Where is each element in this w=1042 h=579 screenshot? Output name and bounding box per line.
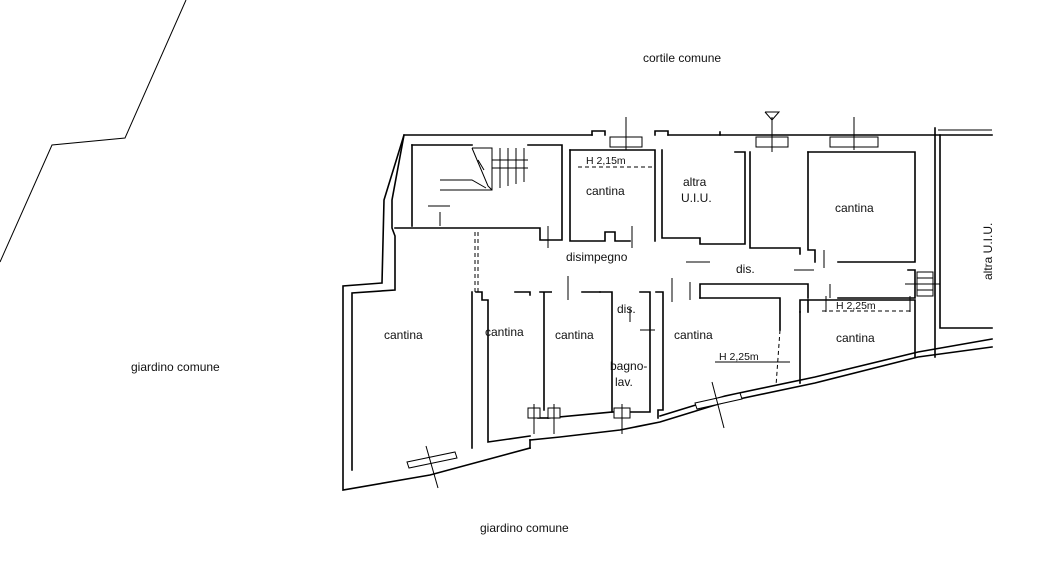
- label-giardino-bottom: giardino comune: [480, 521, 569, 535]
- outer-walls: [342, 127, 993, 491]
- label-cantina-top-right: cantina: [835, 201, 874, 215]
- staircase: [440, 147, 528, 191]
- label-bagno-1: bagno-: [610, 359, 647, 373]
- label-altra-uiu-right: altra U.I.U.: [981, 223, 995, 280]
- label-giardino-left: giardino comune: [131, 360, 220, 374]
- dashed-lines: [474, 166, 912, 387]
- label-cantina-mid-1: cantina: [485, 325, 524, 339]
- label-cantina-right: cantina: [836, 331, 875, 345]
- label-dis-right: dis.: [736, 262, 755, 276]
- label-altra-uiu-mid-2: U.I.U.: [681, 191, 712, 205]
- windows: [406, 111, 940, 489]
- label-bagno-2: lav.: [615, 375, 633, 389]
- door-marks: [428, 205, 831, 331]
- height-markers: [715, 296, 911, 363]
- label-altra-uiu-mid-1: altra: [683, 175, 707, 189]
- label-cantina-mid-2: cantina: [555, 328, 594, 342]
- label-dis-small: dis.: [617, 302, 636, 316]
- label-height-mid: H 2,25m: [719, 351, 759, 363]
- label-cantina-top: cantina: [586, 184, 625, 198]
- room-labels: cortile comune giardino comune giardino …: [131, 51, 995, 535]
- label-disimpegno: disimpegno: [566, 250, 628, 264]
- lot-boundary: [0, 0, 187, 263]
- label-height-right: H 2,25m: [836, 300, 876, 312]
- label-cantina-mid-3: cantina: [674, 328, 713, 342]
- label-cortile-comune: cortile comune: [643, 51, 721, 65]
- label-cantina-left-big: cantina: [384, 328, 423, 342]
- label-height-top: H 2,15m: [586, 155, 626, 167]
